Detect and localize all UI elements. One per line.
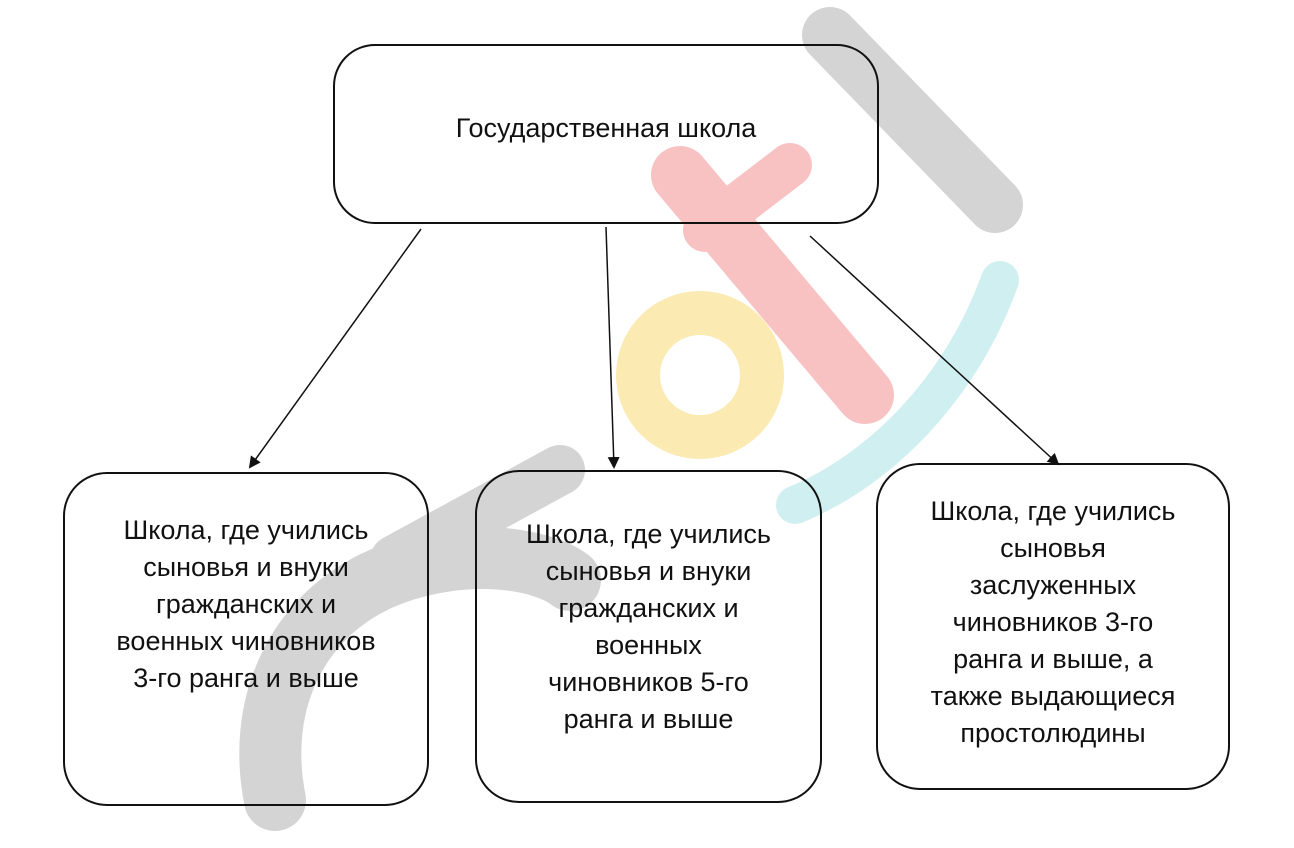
root-node-state-school: Государственная школа — [333, 44, 879, 224]
watermark-gray-stem — [370, 445, 585, 585]
watermark-gray-arc — [239, 527, 601, 831]
watermark-red-stroke-2 — [683, 143, 812, 252]
root-node-label: Государственная школа — [455, 113, 757, 143]
watermark-cyan-arc — [776, 261, 1019, 524]
child-node-3-label: Школа, где учились сыновья заслуженных ч… — [930, 496, 1176, 748]
child-node-1-label: Школа, где учились сыновья и внуки гражд… — [116, 515, 376, 693]
edge-root-to-child-1 — [248, 228, 422, 469]
edge-root-to-child-2 — [605, 226, 620, 469]
edge-root-to-child-3 — [809, 235, 1060, 466]
child-node-3: Школа, где учились сыновья заслуженных ч… — [876, 463, 1230, 790]
child-node-1: Школа, где учились сыновья и внуки гражд… — [63, 472, 429, 806]
child-node-2-label: Школа, где учились сыновья и внуки гражд… — [525, 519, 772, 734]
child-node-2: Школа, где учились сыновья и внуки гражд… — [475, 470, 822, 803]
watermark-yellow-ring — [616, 291, 784, 459]
